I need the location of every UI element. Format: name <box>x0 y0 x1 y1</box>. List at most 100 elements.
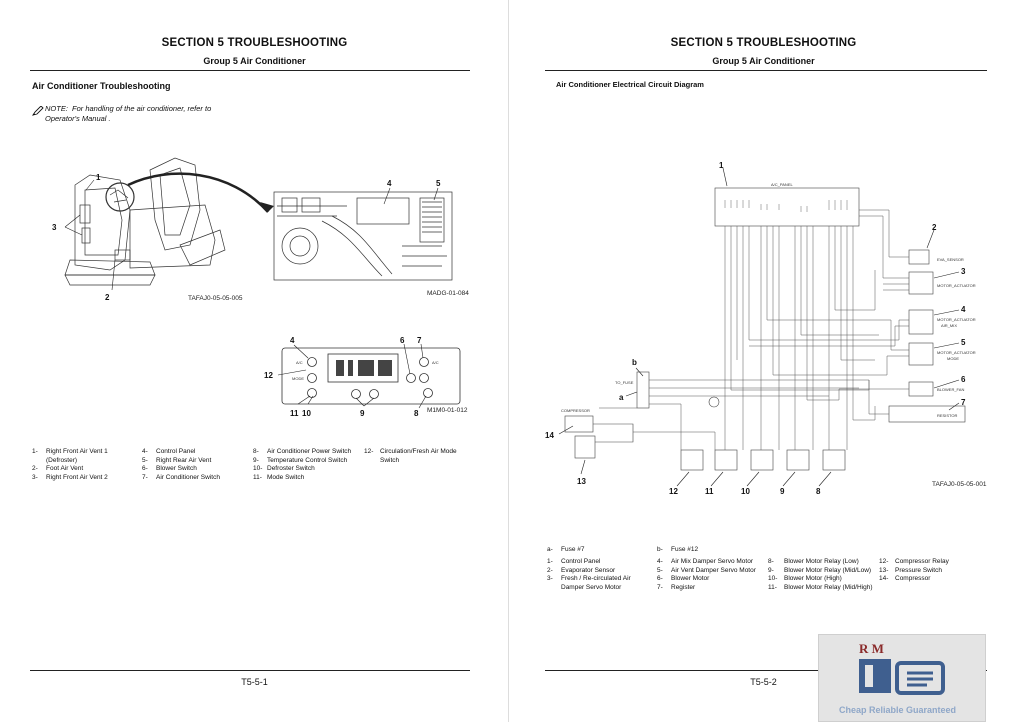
panel-label-mode: MODE <box>292 376 304 381</box>
label-motor-actuator-mix-2: AIR_MIX <box>941 323 957 328</box>
legend-column-1: 1-Control Panel 2-Evaporator Sensor 3-Fr… <box>547 558 647 592</box>
label-eva-sensor: EVA_SENSOR <box>937 257 964 262</box>
callout-4b: 4 <box>290 336 295 345</box>
circuit-diagram: A/C_PANEL EVA_SENSOR MOTOR_ACTUATOR MOTO… <box>545 161 976 496</box>
footer-rule <box>30 670 470 671</box>
legend-item: 12-Circulation/Fresh Air Mode <box>364 448 457 455</box>
legend-item: 6-Blower Motor <box>657 575 710 583</box>
callout-8: 8 <box>414 409 419 418</box>
legend-column-4: 12-Compressor Relay 13-Pressure Switch 1… <box>879 558 979 584</box>
panel-label-ac-right: A/C <box>432 360 439 365</box>
group-title: Group 5 Air Conditioner <box>203 56 306 66</box>
legend-item: 14-Compressor <box>879 575 931 583</box>
label-motor-actuator-mode-1: MOTOR_ACTUATOR <box>937 350 976 355</box>
label-resistor: RESISTOR <box>937 413 957 418</box>
callout-7: 7 <box>961 398 966 407</box>
legend-item: 2-Evaporator Sensor <box>547 566 616 574</box>
callout-9: 9 <box>360 409 365 418</box>
page-number: T5-5-1 <box>241 677 268 687</box>
legend-fuse-b: b-Fuse #12 <box>657 546 699 553</box>
legend-item: 4-Air Mix Damper Servo Motor <box>657 558 753 565</box>
panel-area-illustration: 4 5 <box>273 179 453 281</box>
section-title: SECTION 5 TROUBLESHOOTING <box>161 37 348 49</box>
arrow-icon <box>260 202 274 212</box>
legend-item: 8-Blower Motor Relay (Low) <box>768 558 859 565</box>
legend-item: 1-Control Panel <box>547 558 601 565</box>
legend-item: 9-Blower Motor Relay (Mid/Low) <box>768 566 872 574</box>
caption-panel-area: MADG-01-084 <box>427 290 469 297</box>
callout-10: 10 <box>741 487 750 496</box>
callout-8: 8 <box>816 487 821 496</box>
legend-item: 10-Defroster Switch <box>253 465 315 473</box>
callout-12: 12 <box>669 487 678 496</box>
legend-item: (Defroster) <box>46 456 78 464</box>
group-title: Group 5 Air Conditioner <box>712 56 815 66</box>
note-text-2: Operator's Manual . <box>45 114 111 123</box>
callout-2: 2 <box>105 293 110 302</box>
header-rule <box>545 70 987 71</box>
caption-circuit: TAFAJ0-05-05-001 <box>932 481 987 488</box>
page-number: T5-5-2 <box>750 677 777 687</box>
label-motor-actuator-mode-2: MODE <box>947 356 959 361</box>
callout-7: 7 <box>417 336 422 345</box>
legend-item: 3-Right Front Air Vent 2 <box>32 473 108 481</box>
callout-10: 10 <box>302 409 311 418</box>
legend-item: 7-Register <box>657 583 696 591</box>
footer-rule <box>545 670 987 671</box>
callout-1: 1 <box>719 161 724 170</box>
note-text-1: For handling of the air conditioner, ref… <box>72 104 212 113</box>
legend-column-2: 4-Air Mix Damper Servo Motor 5-Air Vent … <box>657 558 769 592</box>
legend-item: 11-Blower Motor Relay (Mid/High) <box>768 583 873 591</box>
callout-3: 3 <box>52 223 57 232</box>
page-heading: Air Conditioner Electrical Circuit Diagr… <box>556 80 704 89</box>
left-page: SECTION 5 TROUBLESHOOTING Group 5 Air Co… <box>30 37 470 687</box>
callout-11: 11 <box>290 409 299 418</box>
caption-control-panel: M1M0-01-012 <box>427 407 468 414</box>
callout-11: 11 <box>705 487 714 496</box>
cab-illustration: 1 3 2 <box>52 157 274 302</box>
legend-item: 2-Foot Air Vent <box>32 465 84 473</box>
watermark-letters: R M <box>859 641 884 656</box>
legend-item: 8-Air Conditioner Power Switch <box>253 448 352 455</box>
callout-5: 5 <box>436 179 441 188</box>
legend-item: 7-Air Conditioner Switch <box>142 473 220 481</box>
legend-item: 11-Mode Switch <box>253 473 305 481</box>
legend-column-3: 8-Blower Motor Relay (Low) 9-Blower Moto… <box>768 558 880 592</box>
callout-9: 9 <box>780 487 785 496</box>
legend-item: 5-Right Rear Air Vent <box>142 456 212 464</box>
pencil-icon <box>31 103 44 121</box>
callout-b: b <box>632 358 637 367</box>
callout-5: 5 <box>961 338 966 347</box>
callout-14: 14 <box>545 431 554 440</box>
section-title: SECTION 5 TROUBLESHOOTING <box>670 37 857 49</box>
callout-12: 12 <box>264 371 273 380</box>
legend-column-1: 1-Right Front Air Vent 1 (Defroster) 2-F… <box>32 448 132 482</box>
legend-item: 9-Temperature Control Switch <box>253 456 348 464</box>
caption-cab: TAFAJ0-05-05-005 <box>188 295 243 302</box>
legend-item: Damper Servo Motor <box>561 583 622 591</box>
legend-item: Switch <box>380 456 400 464</box>
panel-label-ac-top: A/C <box>296 360 303 365</box>
legend-item: 4-Control Panel <box>142 448 196 455</box>
callout-2: 2 <box>932 223 937 232</box>
legend-item: 12-Compressor Relay <box>879 558 949 565</box>
legend-item: 6-Blower Switch <box>142 465 197 473</box>
page-heading: Air Conditioner Troubleshooting <box>32 81 171 91</box>
callout-6: 6 <box>400 336 405 345</box>
label-compressor: COMPRESSOR <box>561 408 590 413</box>
header-rule <box>30 70 470 71</box>
label-blower-fan: BLOWER_FAN <box>937 387 964 392</box>
legend-item: 10-Blower Motor (High) <box>768 575 842 583</box>
legend-column-2: 4-Control Panel 5-Right Rear Air Vent 6-… <box>142 448 247 482</box>
callout-1: 1 <box>96 173 101 182</box>
legend-column-3: 8-Air Conditioner Power Switch 9-Tempera… <box>253 448 368 482</box>
control-panel-illustration: A/C MODE A/C 4 6 7 12 11 10 9 8 <box>264 336 461 418</box>
note-label: NOTE: <box>45 104 68 113</box>
callout-3: 3 <box>961 267 966 276</box>
label-motor-actuator: MOTOR_ACTUATOR <box>937 283 976 288</box>
callout-a: a <box>619 393 624 402</box>
page-gutter <box>508 0 509 722</box>
legend-item: 13-Pressure Switch <box>879 566 942 574</box>
label-ac-panel: A/C_PANEL <box>771 182 793 187</box>
callout-13: 13 <box>577 477 586 486</box>
